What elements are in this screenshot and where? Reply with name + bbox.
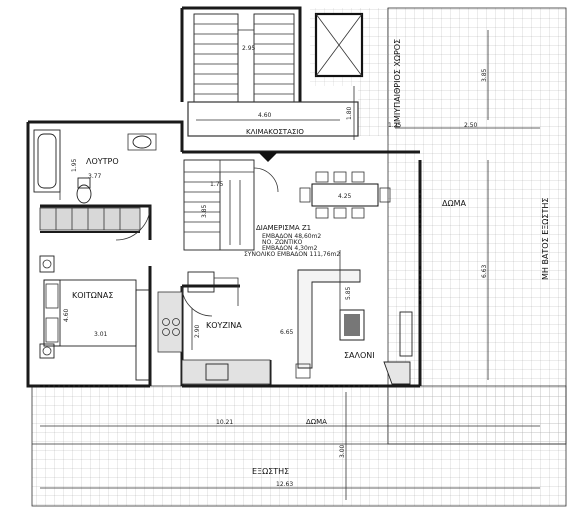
dimension-lines	[40, 30, 540, 500]
bathroom-label: ΛΟΥΤΡΟ	[86, 157, 119, 166]
apartment-info-line1: ΕΜΒΑΔΟΝ 48,60m2	[262, 233, 321, 240]
dim-table: 4.25	[338, 193, 352, 200]
dim-stair-top: 2.95	[242, 45, 256, 52]
non-accessible-balcony-label: ΜΗ ΒΑΤΟΣ ΕΞΩΣΤΗΣ	[541, 198, 550, 280]
dim-landing: 1.75	[210, 181, 224, 188]
apartment-info-line3: ΕΜΒΑΔΟΝ 4,30m2	[262, 245, 318, 252]
stair-corridor	[187, 101, 359, 162]
living-label: ΣΑΛΟΝΙ	[344, 351, 375, 360]
sliding-doors	[40, 190, 421, 387]
dining-table	[299, 171, 391, 219]
apartment-info-line4: ΣΥΝΟΛΙΚΟ ΕΜΒΑΔΟΝ 111,76m2	[244, 251, 340, 258]
bedroom-label: ΚΟΙΤΩΝΑΣ	[72, 291, 113, 300]
dim-overall-width: 12.63	[276, 481, 293, 488]
dim-bath-width: 3.77	[88, 173, 102, 180]
dim-hall: 3.85	[201, 204, 208, 218]
balcony-label: ΕΞΩΣΤΗΣ	[252, 467, 289, 476]
apartment-info: ΔΙΑΜΕΡΙΣΜΑ Z1 ΕΜΒΑΔΟΝ 48,60m2 ΝΟ. ΖΩΝΤΙΚ…	[244, 224, 340, 258]
dim-semi-left: 1.25	[388, 122, 402, 129]
apartment-info-line2: ΝΟ. ΖΩΝΤΙΚΟ	[262, 239, 303, 246]
living-furniture	[295, 269, 413, 385]
roof-bottom-label: ΔΩΜΑ	[306, 418, 327, 426]
dim-stair-height: 1.80	[346, 106, 353, 120]
elevator-shaft	[314, 12, 364, 78]
dim-bed-height: 4.60	[63, 308, 70, 322]
dim-kitchen-height: 2.90	[194, 324, 201, 338]
bedroom-furniture	[39, 255, 151, 381]
dim-stair-width: 4.60	[258, 112, 272, 119]
dim-living-height: 5.85	[345, 286, 352, 300]
bathroom-fixtures	[33, 129, 157, 241]
dim-roof-height: 6.63	[481, 264, 488, 278]
kitchen-label: ΚΟΥΖΙΝΑ	[206, 321, 242, 330]
roof-right-label: ΔΩΜΑ	[442, 199, 466, 208]
dim-bed-width: 3.01	[94, 331, 108, 338]
dim-living-width: 6.65	[280, 329, 294, 336]
dim-bath-height: 1.95	[71, 158, 78, 172]
apartment-title: ΔΙΑΜΕΡΙΣΜΑ Z1	[256, 224, 311, 232]
staircase-label: ΚΛΙΜΑΚΟΣΤΑΣΙΟ	[246, 128, 304, 136]
roof-terrace-right	[387, 7, 567, 445]
staircase-top	[193, 13, 295, 103]
dim-semi-right: 2.50	[464, 122, 478, 129]
kitchen-furniture	[157, 271, 271, 385]
internal-stair	[183, 159, 279, 251]
dim-semi-height: 3.85	[481, 68, 488, 82]
dim-terrace-width: 10.21	[216, 419, 233, 426]
dim-terrace-height: 3.00	[339, 444, 346, 458]
semi-open-label: ΗΜΙΥΠΑΙΘΡΙΟΣ ΧΩΡΟΣ	[393, 39, 402, 128]
